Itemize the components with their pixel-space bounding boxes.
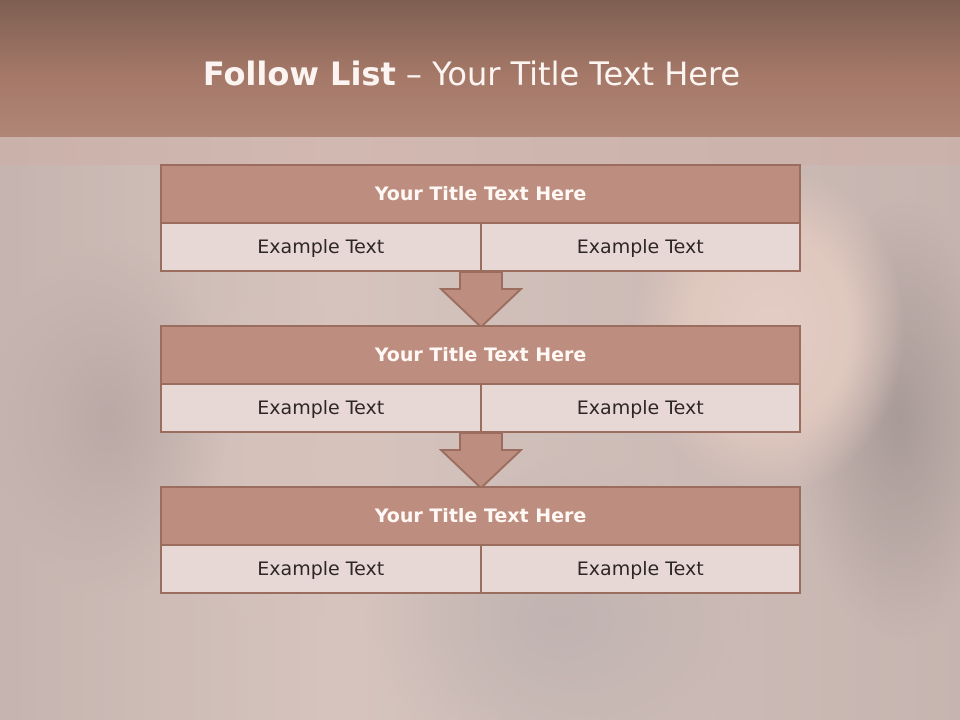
step-3-right-text: Example Text [479,546,799,592]
step-title-2: Your Title Text Here [162,327,799,385]
step-2-right-text: Example Text [479,385,799,431]
step-title-3: Your Title Text Here [162,488,799,546]
step-row-3: Example Text Example Text [162,546,799,592]
step-2-left-text: Example Text [162,385,480,431]
step-row-2: Example Text Example Text [162,385,799,431]
header-strip [0,137,960,165]
step-1-right-text: Example Text [479,224,799,270]
step-box-3: Your Title Text Here Example Text Exampl… [160,486,801,594]
down-arrow-icon-1 [439,271,523,329]
slide-title-bold: Follow List [202,55,396,93]
step-1-left-text: Example Text [162,224,480,270]
step-box-2: Your Title Text Here Example Text Exampl… [160,325,801,433]
slide-title: Follow List – Your Title Text Here [0,52,943,96]
down-arrow-icon-2 [439,432,523,490]
step-row-1: Example Text Example Text [162,224,799,270]
step-box-1: Your Title Text Here Example Text Exampl… [160,164,801,272]
step-title-1: Your Title Text Here [162,166,799,224]
header-band [0,0,960,137]
step-3-left-text: Example Text [162,546,480,592]
slide-title-rest: – Your Title Text Here [395,55,741,93]
